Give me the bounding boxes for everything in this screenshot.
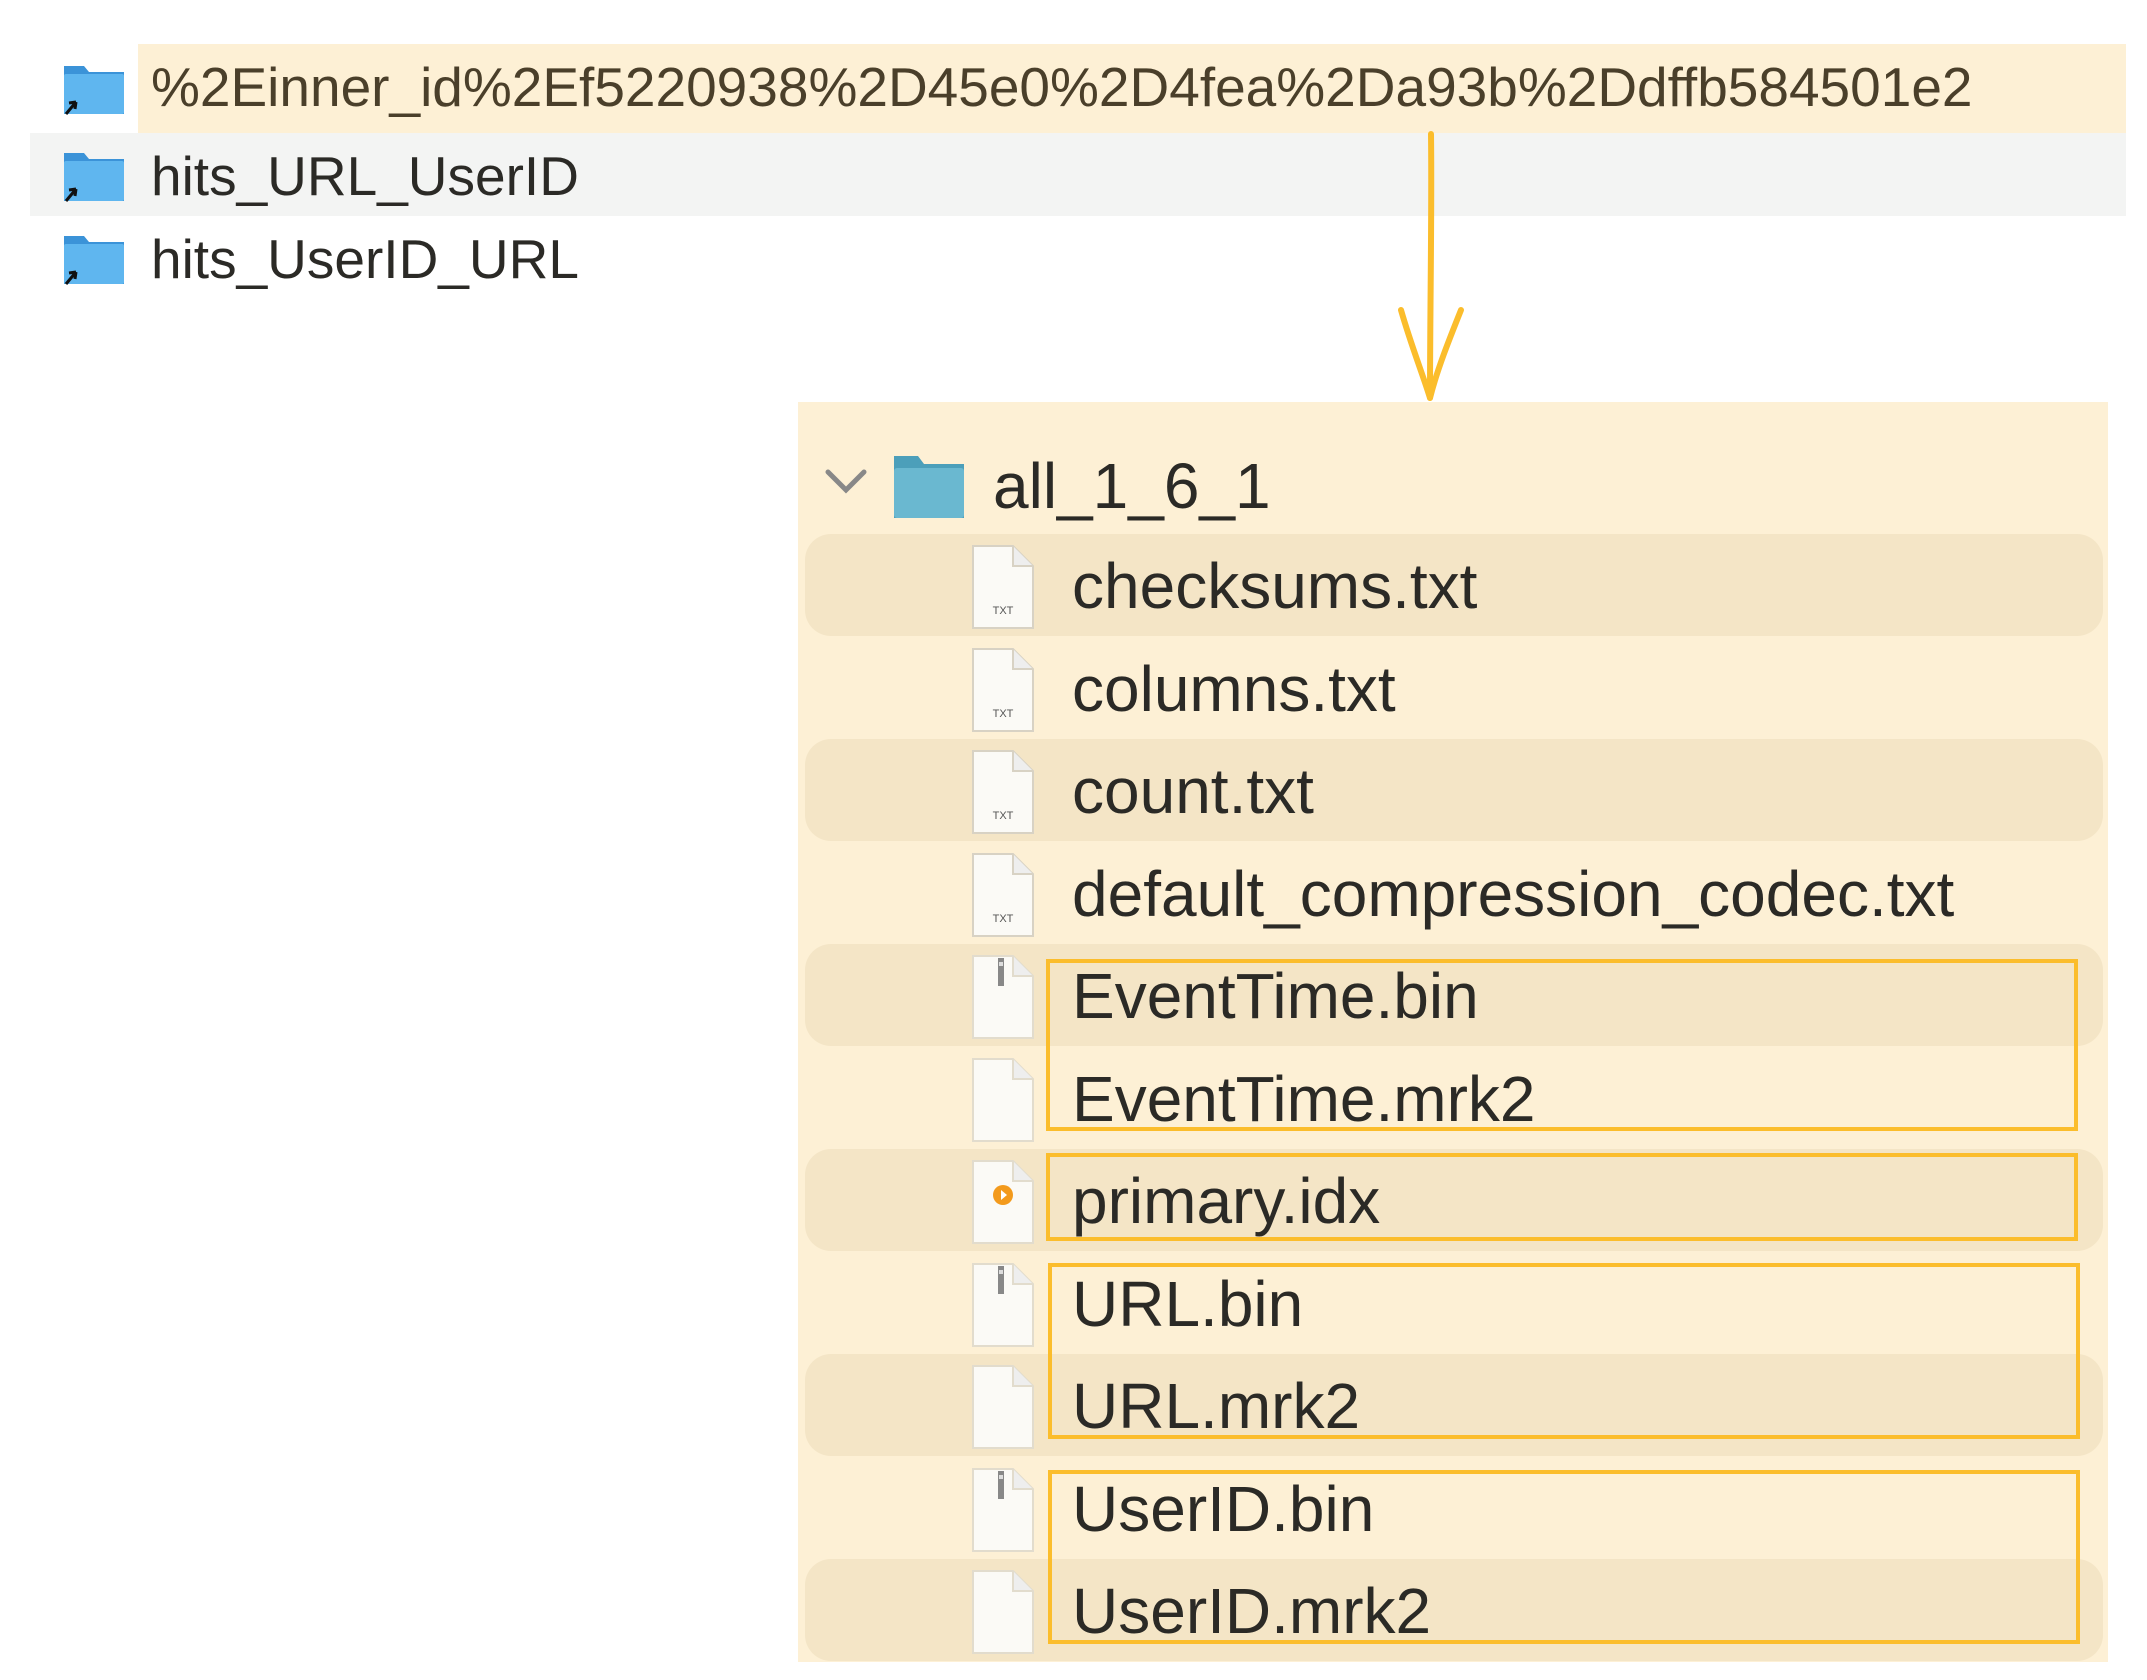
folder-alias-icon bbox=[62, 234, 126, 286]
file-row[interactable]: UserID.bin bbox=[805, 1457, 2103, 1559]
binary-file-icon bbox=[971, 1262, 1035, 1348]
highlight-box-primary bbox=[1046, 1153, 2078, 1241]
file-label: UserID.bin bbox=[1072, 1472, 1375, 1545]
folder-label: hits_URL_UserID bbox=[151, 145, 579, 207]
txt-file-icon bbox=[972, 750, 1034, 834]
folder-label: %2Einner_id%2Ef5220938%2D45e0%2D4fea%2Da… bbox=[151, 56, 1973, 118]
file-row[interactable]: columns.txt bbox=[805, 637, 2103, 739]
file-row[interactable]: URL.mrk2 bbox=[805, 1354, 2103, 1456]
file-label: primary.idx bbox=[1072, 1165, 1381, 1237]
txt-file-icon bbox=[972, 545, 1034, 629]
folder-row-hits-url-userid[interactable]: hits_URL_UserID bbox=[30, 133, 2126, 216]
file-label: columns.txt bbox=[1072, 652, 1396, 725]
file-label: URL.bin bbox=[1072, 1267, 1304, 1340]
file-row[interactable]: primary.idx bbox=[805, 1149, 2103, 1251]
highlight-box-userid bbox=[1048, 1470, 2080, 1644]
binary-file-icon bbox=[971, 954, 1035, 1040]
down-arrow-annotation bbox=[1398, 131, 1464, 401]
folder-row-hits-userid-url[interactable]: hits_UserID_URL bbox=[30, 216, 2126, 303]
file-label: UserID.mrk2 bbox=[1072, 1575, 1432, 1647]
file-label: EventTime.mrk2 bbox=[1072, 1062, 1536, 1135]
binary-file-icon bbox=[971, 1467, 1035, 1553]
file-row[interactable]: default_compression_codec.txt bbox=[805, 842, 2103, 944]
folder-row-all-1-6-1[interactable]: all_1_6_1 bbox=[798, 446, 2108, 526]
folder-label: hits_UserID_URL bbox=[151, 228, 579, 290]
highlight-box-eventtime bbox=[1046, 959, 2078, 1131]
folder-alias-icon bbox=[62, 64, 126, 116]
txt-file-icon bbox=[972, 852, 1034, 937]
highlight-box-url bbox=[1048, 1263, 2080, 1439]
folder-icon bbox=[894, 456, 964, 518]
blank-file-icon bbox=[972, 1365, 1034, 1449]
blank-file-icon bbox=[972, 1570, 1034, 1654]
part-folder-panel: all_1_6_1 checksums.txt columns.txt count.… bbox=[798, 402, 2108, 1662]
blank-file-icon bbox=[972, 1057, 1034, 1142]
file-label: default_compression_codec.txt bbox=[1072, 857, 1955, 930]
file-label: URL.mrk2 bbox=[1072, 1370, 1361, 1442]
file-label: EventTime.bin bbox=[1072, 960, 1479, 1032]
folder-row-inner-id[interactable]: %2Einner_id%2Ef5220938%2D45e0%2D4fea%2Da… bbox=[62, 44, 2126, 133]
txt-file-icon bbox=[972, 647, 1034, 732]
file-label: checksums.txt bbox=[1072, 550, 1478, 622]
chevron-down-icon[interactable] bbox=[824, 466, 868, 496]
file-row[interactable]: URL.bin bbox=[805, 1252, 2103, 1354]
folder-label: all_1_6_1 bbox=[993, 450, 1271, 522]
file-row[interactable]: EventTime.mrk2 bbox=[805, 1047, 2103, 1149]
file-row[interactable]: checksums.txt bbox=[805, 534, 2103, 636]
file-row[interactable]: UserID.mrk2 bbox=[805, 1559, 2103, 1661]
idx-file-icon bbox=[971, 1159, 1035, 1245]
folder-alias-icon bbox=[62, 151, 126, 203]
file-label: count.txt bbox=[1072, 755, 1314, 827]
file-row[interactable]: count.txt bbox=[805, 739, 2103, 841]
